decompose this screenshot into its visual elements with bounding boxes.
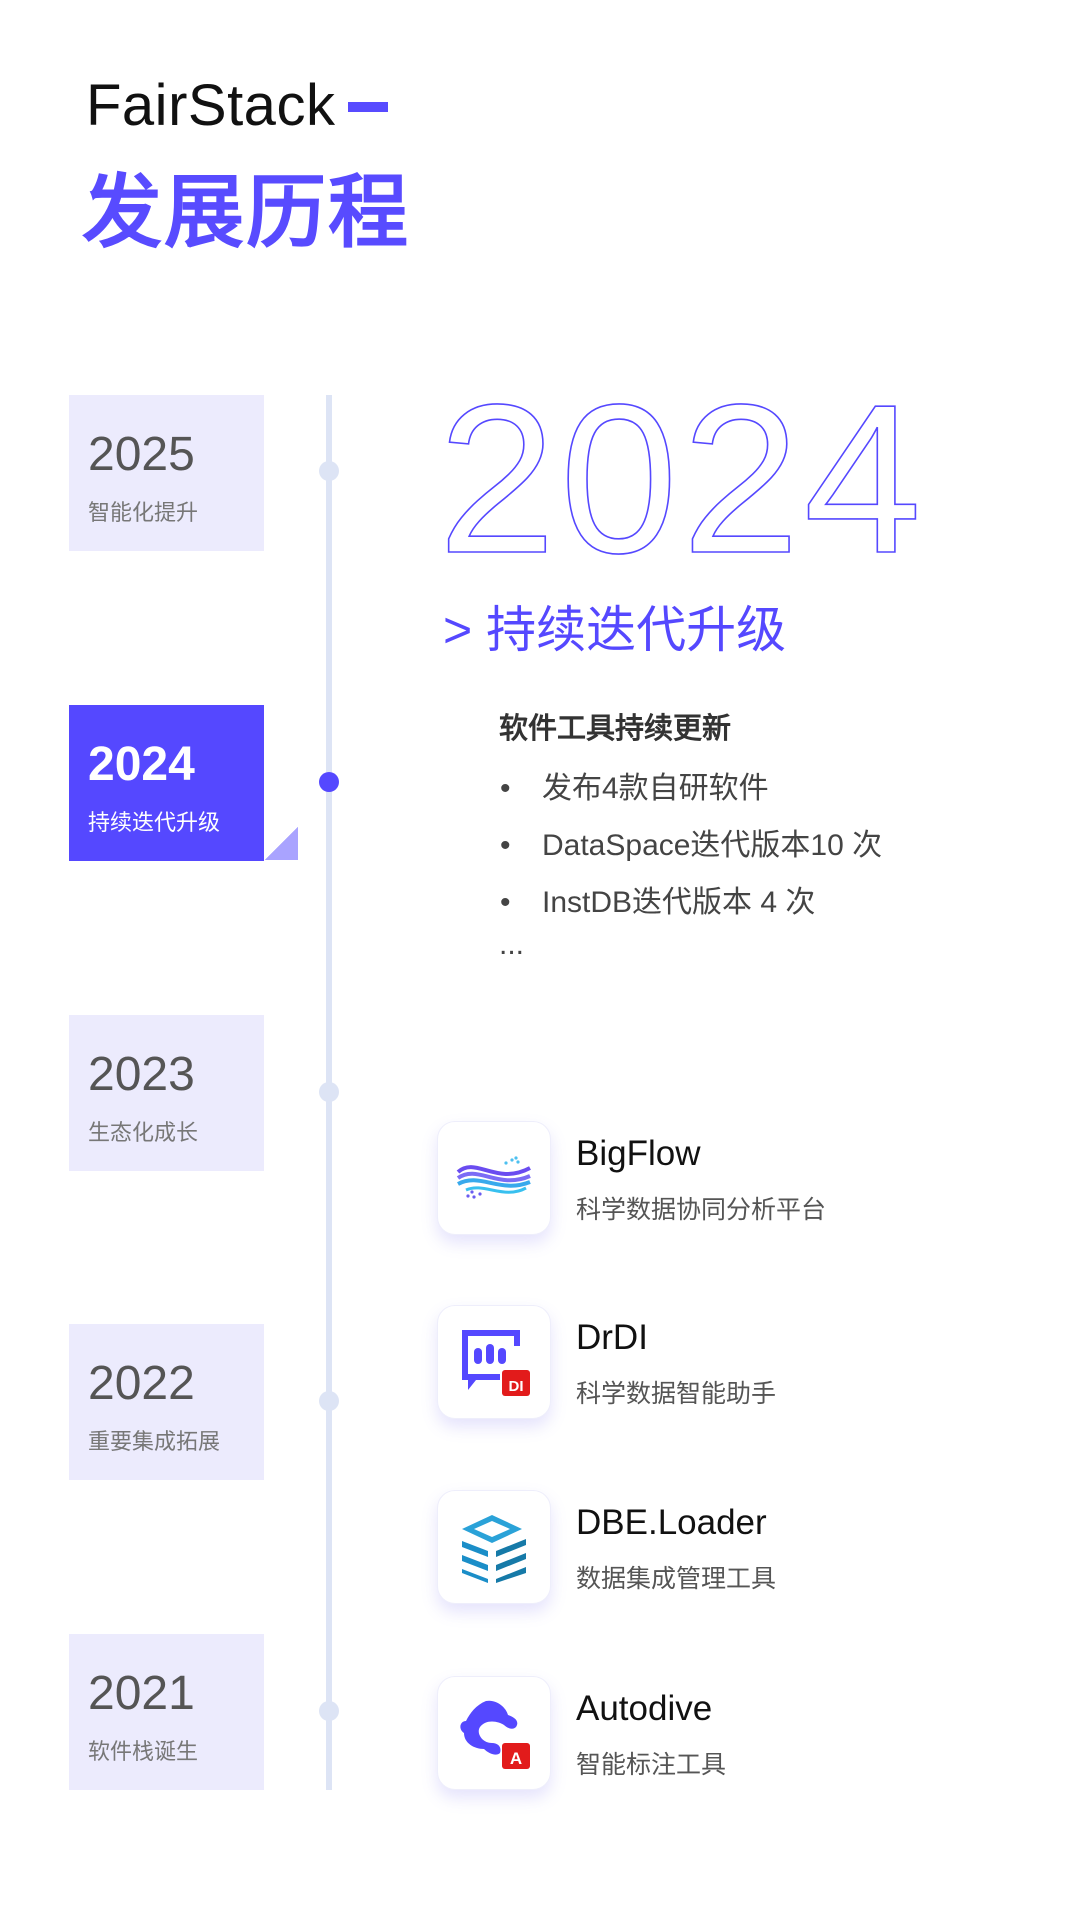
dbe-loader-logo-icon — [462, 1515, 526, 1583]
timeline-item-2024[interactable]: 2024 持续迭代升级 — [69, 705, 264, 861]
timeline-dot-2022 — [319, 1391, 339, 1411]
app-desc: 智能标注工具 — [576, 1751, 727, 1779]
timeline-label: 重要集成拓展 — [88, 1429, 221, 1454]
bigflow-logo-icon — [456, 1156, 531, 1199]
bigflow-app-card[interactable] — [437, 1121, 551, 1235]
timeline-item-2023[interactable]: 2023 生态化成长 — [69, 1015, 264, 1171]
more-ellipsis: ... — [499, 928, 525, 961]
app-name[interactable]: BigFlow — [576, 1134, 701, 1173]
timeline-year: 2024 — [88, 738, 195, 791]
bullet-text: InstDB迭代版本 4 次 — [542, 886, 816, 919]
bullet-dot: • — [500, 829, 511, 862]
drdi-app-card[interactable]: DI — [437, 1305, 551, 1419]
timeline-label: 持续迭代升级 — [88, 810, 221, 835]
timeline-year: 2023 — [88, 1048, 195, 1101]
app-desc: 科学数据智能助手 — [576, 1380, 777, 1408]
timeline-item-2021[interactable]: 2021 软件栈诞生 — [69, 1634, 264, 1790]
timeline-dot-2021 — [319, 1701, 339, 1721]
active-item-fold — [264, 827, 298, 860]
timeline-year: 2021 — [88, 1667, 195, 1720]
timeline-year: 2022 — [88, 1357, 195, 1410]
app-name[interactable]: DrDI — [576, 1318, 648, 1357]
bullet-dot: • — [500, 772, 511, 805]
timeline-label: 生态化成长 — [88, 1120, 199, 1145]
autodive-logo-icon: A — [460, 1700, 530, 1769]
timeline-label: 软件栈诞生 — [88, 1739, 199, 1764]
app-name[interactable]: Autodive — [576, 1689, 713, 1728]
bullet-item: • 发布4款自研软件 — [500, 763, 769, 807]
timeline-dot-2024 — [319, 772, 339, 792]
app-desc: 数据集成管理工具 — [576, 1565, 777, 1593]
dbe-loader-app-card[interactable] — [437, 1490, 551, 1604]
timeline-dot-2025 — [319, 461, 339, 481]
timeline-item-2025[interactable]: 2025 智能化提升 — [69, 395, 264, 551]
page-title: 发展历程 — [82, 168, 410, 257]
timeline-year: 2025 — [88, 428, 195, 481]
app-desc: 科学数据协同分析平台 — [576, 1196, 827, 1224]
bullet-text: DataSpace迭代版本10 次 — [542, 829, 883, 862]
bullet-item: • InstDB迭代版本 4 次 — [500, 877, 815, 921]
bullet-dot: • — [500, 886, 511, 919]
big-year-outline: 2024 — [437, 360, 926, 597]
bullet-item: • DataSpace迭代版本10 次 — [500, 820, 882, 864]
autodive-app-card[interactable]: A — [437, 1676, 551, 1790]
autodive-badge: A — [510, 1749, 522, 1768]
section-title: 软件工具持续更新 — [499, 713, 732, 745]
detail-subtitle: > 持续迭代升级 — [443, 602, 787, 658]
bullet-text: 发布4款自研软件 — [542, 772, 769, 805]
app-name[interactable]: DBE.Loader — [576, 1503, 767, 1542]
timeline-label: 智能化提升 — [88, 500, 199, 525]
drdi-logo-icon: DI — [462, 1330, 530, 1396]
timeline-dot-2023 — [319, 1082, 339, 1102]
timeline-item-2022[interactable]: 2022 重要集成拓展 — [69, 1324, 264, 1480]
title-dash — [348, 102, 388, 112]
brand-name: FairStack — [86, 73, 336, 138]
drdi-badge: DI — [509, 1378, 524, 1395]
